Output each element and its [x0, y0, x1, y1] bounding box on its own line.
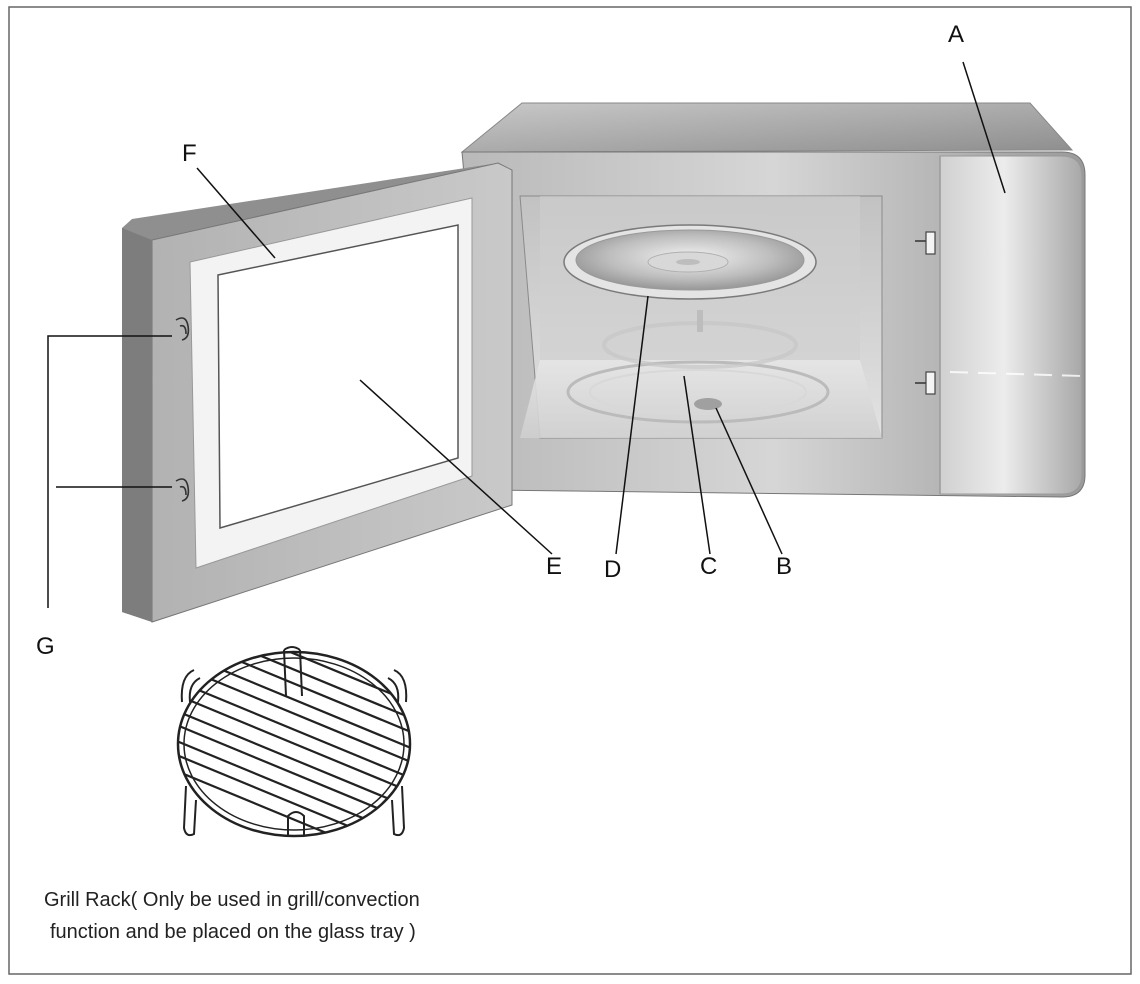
caption-line-1: Grill Rack( Only be used in grill/convec…	[44, 889, 420, 911]
door-window	[217, 224, 459, 530]
label-b: B	[776, 553, 792, 580]
door	[122, 162, 513, 623]
door-hook-upper	[175, 317, 190, 341]
caption-line-2: function and be placed on the glass tray…	[50, 921, 416, 943]
label-d: D	[604, 556, 621, 583]
label-g: G	[36, 633, 55, 660]
leader-lines	[47, 61, 1006, 608]
label-a: A	[948, 21, 964, 48]
door-hook-lower	[175, 478, 190, 502]
microwave-body	[460, 102, 1086, 498]
grill-rack-caption: Grill Rack( Only be used in grill/convec…	[44, 884, 604, 948]
label-f: F	[182, 140, 197, 167]
door-latch-slots	[915, 231, 936, 395]
grill-rack	[176, 646, 412, 838]
control-panel	[939, 155, 1083, 495]
turntable-shaft	[694, 398, 722, 410]
outer-border	[8, 6, 1132, 975]
label-c: C	[700, 553, 717, 580]
label-e: E	[546, 553, 562, 580]
roller-ring	[566, 360, 830, 424]
